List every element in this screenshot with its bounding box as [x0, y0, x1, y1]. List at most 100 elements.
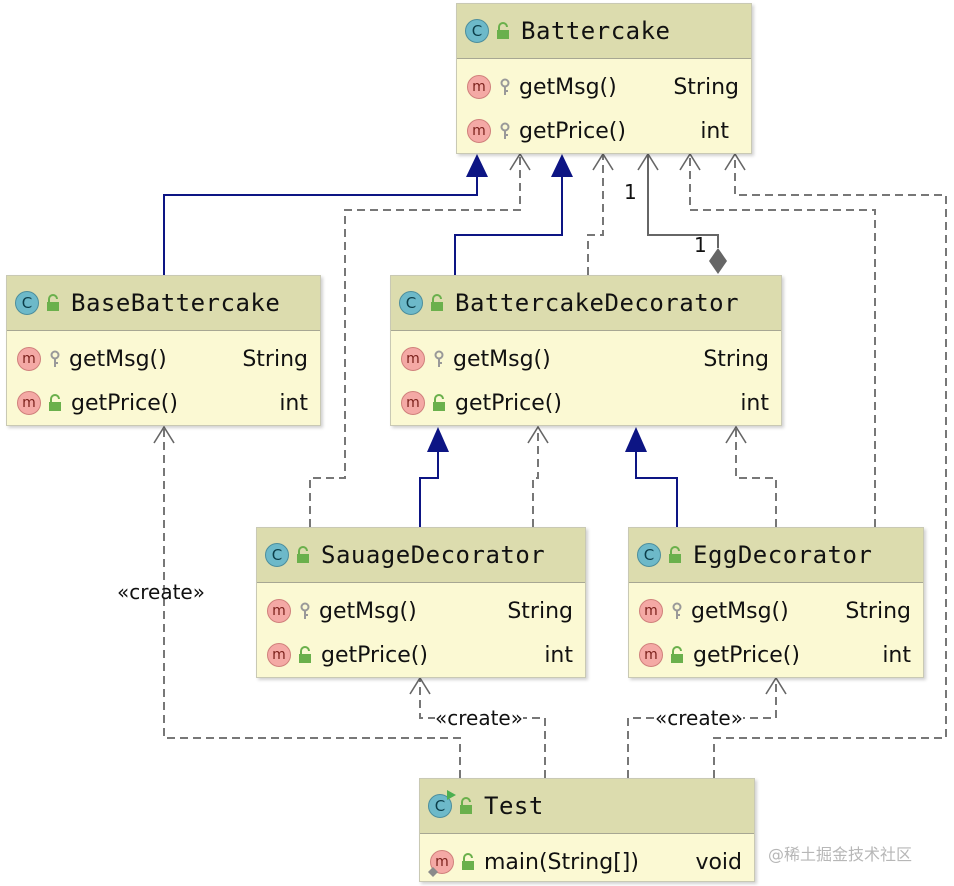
- method-row[interactable]: m getPrice() int: [391, 381, 781, 425]
- method-row[interactable]: m getPrice() int: [257, 633, 585, 677]
- lock-icon: [299, 646, 311, 663]
- multiplicity-battercake: 1: [624, 180, 637, 204]
- class-name: BattercakeDecorator: [455, 289, 740, 317]
- class-name: Test: [484, 792, 544, 820]
- class-base-battercake[interactable]: C BaseBattercake m getMsg() String m get…: [6, 275, 321, 426]
- method-type: int: [279, 390, 308, 416]
- inherit-sauage-to-decorator: [419, 451, 439, 527]
- class-header: C BaseBattercake: [7, 276, 320, 331]
- key-icon: [50, 350, 60, 367]
- method-row[interactable]: m getPrice() int: [457, 109, 751, 153]
- runnable-class-icon: C: [428, 790, 456, 818]
- key-icon: [500, 122, 510, 139]
- class-egg-decorator[interactable]: C EggDecorator m getMsg() String m getPr…: [628, 527, 924, 678]
- method-icon: m: [17, 391, 41, 415]
- lock-icon: [669, 546, 681, 563]
- class-header: C SauageDecorator: [257, 528, 585, 583]
- method-type: int: [882, 642, 911, 668]
- method-icon: m: [401, 391, 425, 415]
- method-type: int: [700, 118, 729, 144]
- realization-sauage-to-battercake: [309, 154, 521, 527]
- lock-icon: [671, 646, 683, 663]
- realization-test-to-battercake: [713, 154, 947, 778]
- method-type: String: [242, 346, 308, 372]
- method-type: String: [507, 598, 573, 624]
- realization-lines: [163, 154, 947, 778]
- method-icon: m: [639, 599, 663, 623]
- method-row[interactable]: m main(String[]) void: [420, 840, 754, 884]
- key-icon: [672, 602, 682, 619]
- class-test[interactable]: C Test m main(String[]) void: [419, 778, 755, 882]
- class-header: C Battercake: [457, 4, 751, 59]
- method-name: getPrice(): [455, 390, 562, 416]
- lock-icon: [297, 546, 309, 563]
- method-name: getMsg(): [519, 74, 617, 100]
- method-type: String: [845, 598, 911, 624]
- method-name: getPrice(): [693, 642, 800, 668]
- method-name: getMsg(): [691, 598, 789, 624]
- method-row[interactable]: m getMsg() String: [257, 589, 585, 633]
- realization-egg-to-battercake: [689, 154, 876, 527]
- method-row[interactable]: m getMsg() String: [7, 337, 320, 381]
- class-icon: C: [15, 291, 39, 315]
- class-name: Battercake: [521, 17, 671, 45]
- class-icon: C: [465, 19, 489, 43]
- class-header: C BattercakeDecorator: [391, 276, 781, 331]
- create-label-egg: «create»: [655, 706, 743, 730]
- class-header: C Test: [420, 779, 754, 834]
- multiplicity-decorator: 1: [694, 233, 707, 257]
- method-icon: m: [267, 599, 291, 623]
- realization-egg-to-decorator: [735, 427, 777, 527]
- key-icon: [300, 602, 310, 619]
- method-name: getPrice(): [519, 118, 626, 144]
- key-icon: [434, 350, 444, 367]
- class-name: EggDecorator: [693, 541, 873, 569]
- lock-icon: [433, 394, 445, 411]
- lock-icon: [49, 394, 61, 411]
- inheritance-arrowheads: [427, 154, 647, 452]
- method-row[interactable]: m getMsg() String: [457, 65, 751, 109]
- method-icon: m: [267, 643, 291, 667]
- aggregation-line: [637, 152, 727, 274]
- method-name: getMsg(): [453, 346, 551, 372]
- method-name: getMsg(): [319, 598, 417, 624]
- class-battercake[interactable]: C Battercake m getMsg() String m getPric…: [456, 3, 752, 154]
- method-type: String: [703, 346, 769, 372]
- watermark: @稀土掘金技术社区: [768, 845, 913, 864]
- method-icon: m: [467, 75, 491, 99]
- class-header: C EggDecorator: [629, 528, 923, 583]
- create-label-base: «create»: [117, 580, 205, 604]
- aggregation-diamond: [709, 248, 727, 274]
- method-row[interactable]: m getMsg() String: [629, 589, 923, 633]
- method-icon: m: [467, 119, 491, 143]
- method-icon: m: [17, 347, 41, 371]
- class-battercake-decorator[interactable]: C BattercakeDecorator m getMsg() String …: [390, 275, 782, 426]
- lock-icon: [462, 853, 474, 870]
- method-row[interactable]: m getPrice() int: [7, 381, 320, 425]
- inherit-decorator-to-battercake: [454, 176, 563, 275]
- realization-decorator-to-battercake: [587, 154, 604, 275]
- class-icon: C: [265, 543, 289, 567]
- method-row[interactable]: m getPrice() int: [629, 633, 923, 677]
- method-name: getMsg(): [69, 346, 167, 372]
- class-icon: C: [637, 543, 661, 567]
- lock-icon: [497, 22, 509, 39]
- dependency-arrowheads: [153, 152, 787, 695]
- method-icon: m: [639, 643, 663, 667]
- lock-icon: [47, 294, 59, 311]
- class-name: SauageDecorator: [321, 541, 546, 569]
- method-row[interactable]: m getMsg() String: [391, 337, 781, 381]
- lock-icon: [460, 797, 472, 814]
- create-label-sauage: «create»: [435, 706, 523, 730]
- class-icon: C: [399, 291, 423, 315]
- class-sauage-decorator[interactable]: C SauageDecorator m getMsg() String m ge…: [256, 527, 586, 678]
- method-name: main(String[]): [484, 849, 639, 875]
- method-type: String: [673, 74, 739, 100]
- lock-icon: [431, 294, 443, 311]
- method-type: int: [544, 642, 573, 668]
- inherit-base-to-battercake: [163, 176, 478, 275]
- inheritance-lines: [163, 176, 678, 527]
- realization-sauage-to-decorator: [532, 427, 539, 527]
- method-name: getPrice(): [321, 642, 428, 668]
- method-icon: m: [401, 347, 425, 371]
